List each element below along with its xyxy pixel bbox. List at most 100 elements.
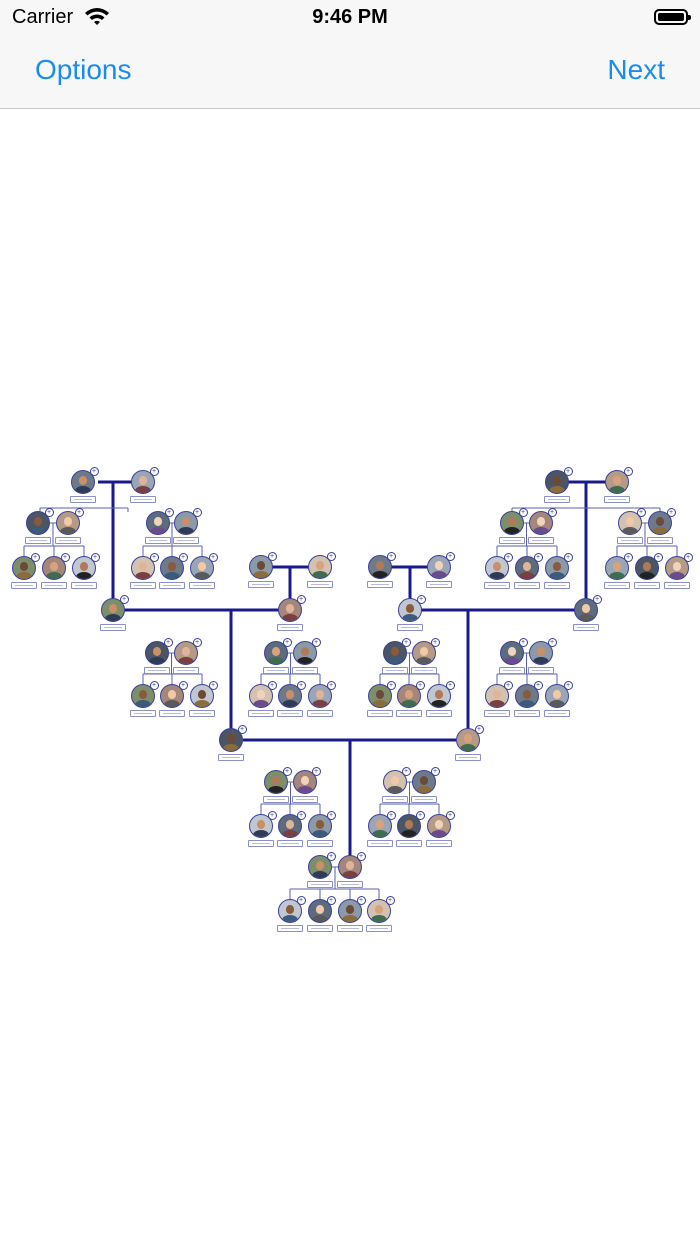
add-relative-icon[interactable]: + bbox=[149, 553, 159, 562]
add-relative-icon[interactable]: + bbox=[518, 638, 528, 647]
add-relative-icon[interactable]: + bbox=[623, 553, 633, 562]
add-relative-icon[interactable]: + bbox=[326, 811, 336, 820]
add-relative-icon[interactable]: + bbox=[164, 508, 174, 517]
add-relative-icon[interactable]: + bbox=[683, 553, 693, 562]
add-relative-icon[interactable]: + bbox=[503, 553, 513, 562]
add-relative-icon[interactable]: + bbox=[592, 595, 602, 604]
member-photo bbox=[368, 814, 392, 838]
add-relative-icon[interactable]: + bbox=[430, 767, 440, 776]
name-tag bbox=[262, 796, 290, 803]
add-relative-icon[interactable]: + bbox=[163, 638, 173, 647]
member-photo bbox=[412, 770, 436, 794]
name-tag bbox=[247, 710, 275, 717]
member-photo bbox=[174, 641, 198, 665]
next-button[interactable]: Next bbox=[607, 54, 665, 85]
name-tag bbox=[366, 840, 394, 847]
add-relative-icon[interactable]: + bbox=[386, 552, 396, 561]
add-relative-icon[interactable]: + bbox=[311, 638, 321, 647]
add-relative-icon[interactable]: + bbox=[149, 467, 159, 476]
add-relative-icon[interactable]: + bbox=[636, 508, 646, 517]
add-relative-icon[interactable]: + bbox=[208, 553, 218, 562]
name-tag bbox=[291, 667, 319, 674]
add-relative-icon[interactable]: + bbox=[178, 681, 188, 690]
add-relative-icon[interactable]: + bbox=[445, 811, 455, 820]
add-relative-icon[interactable]: + bbox=[533, 681, 543, 690]
member-photo bbox=[174, 511, 198, 535]
status-bar: Carrier 9:46 PM bbox=[0, 0, 700, 36]
add-relative-icon[interactable]: + bbox=[385, 896, 395, 905]
add-relative-icon[interactable]: + bbox=[445, 681, 455, 690]
add-relative-icon[interactable]: + bbox=[178, 553, 188, 562]
add-relative-icon[interactable]: + bbox=[563, 553, 573, 562]
tree-connection-lines bbox=[23, 480, 678, 899]
add-relative-icon[interactable]: + bbox=[296, 681, 306, 690]
add-relative-icon[interactable]: + bbox=[192, 638, 202, 647]
add-relative-icon[interactable]: + bbox=[474, 725, 484, 734]
add-relative-icon[interactable]: + bbox=[430, 638, 440, 647]
add-relative-icon[interactable]: + bbox=[60, 553, 70, 562]
add-relative-icon[interactable]: + bbox=[311, 767, 321, 776]
options-button[interactable]: Options bbox=[35, 54, 132, 85]
add-relative-icon[interactable]: + bbox=[44, 508, 54, 517]
add-relative-icon[interactable]: + bbox=[237, 725, 247, 734]
name-tag bbox=[572, 624, 600, 631]
add-relative-icon[interactable]: + bbox=[666, 508, 676, 517]
add-relative-icon[interactable]: + bbox=[326, 552, 336, 561]
name-tag bbox=[410, 667, 438, 674]
add-relative-icon[interactable]: + bbox=[149, 681, 159, 690]
add-relative-icon[interactable]: + bbox=[445, 552, 455, 561]
name-tag bbox=[543, 582, 571, 589]
name-tag bbox=[381, 667, 409, 674]
add-relative-icon[interactable]: + bbox=[401, 638, 411, 647]
add-relative-icon[interactable]: + bbox=[415, 681, 425, 690]
add-relative-icon[interactable]: + bbox=[90, 553, 100, 562]
add-relative-icon[interactable]: + bbox=[267, 681, 277, 690]
add-relative-icon[interactable]: + bbox=[326, 852, 336, 861]
add-relative-icon[interactable]: + bbox=[503, 681, 513, 690]
member-photo bbox=[190, 684, 214, 708]
add-relative-icon[interactable]: + bbox=[282, 767, 292, 776]
add-relative-icon[interactable]: + bbox=[401, 767, 411, 776]
add-relative-icon[interactable]: + bbox=[623, 467, 633, 476]
add-relative-icon[interactable]: + bbox=[296, 896, 306, 905]
add-relative-icon[interactable]: + bbox=[89, 467, 99, 476]
add-relative-icon[interactable]: + bbox=[386, 811, 396, 820]
add-relative-icon[interactable]: + bbox=[533, 553, 543, 562]
add-relative-icon[interactable]: + bbox=[563, 681, 573, 690]
name-tag bbox=[129, 710, 157, 717]
add-relative-icon[interactable]: + bbox=[547, 638, 557, 647]
add-relative-icon[interactable]: + bbox=[326, 896, 336, 905]
add-relative-icon[interactable]: + bbox=[415, 811, 425, 820]
add-relative-icon[interactable]: + bbox=[208, 681, 218, 690]
add-relative-icon[interactable]: + bbox=[74, 508, 84, 517]
name-tag bbox=[396, 624, 424, 631]
name-tag bbox=[603, 582, 631, 589]
member-photo bbox=[278, 598, 302, 622]
add-relative-icon[interactable]: + bbox=[267, 552, 277, 561]
add-relative-icon[interactable]: + bbox=[653, 553, 663, 562]
name-tag bbox=[543, 496, 571, 503]
add-relative-icon[interactable]: + bbox=[416, 595, 426, 604]
battery-full-icon bbox=[654, 9, 691, 25]
add-relative-icon[interactable]: + bbox=[119, 595, 129, 604]
add-relative-icon[interactable]: + bbox=[386, 681, 396, 690]
add-relative-icon[interactable]: + bbox=[296, 811, 306, 820]
member-photo bbox=[515, 556, 539, 580]
family-tree-canvas[interactable]: + + + + + + + + + + + + + + + + + + + + + + + + + + + + + + + + + + + + + + + +… bbox=[0, 109, 700, 1244]
add-relative-icon[interactable]: + bbox=[267, 811, 277, 820]
name-tag bbox=[247, 840, 275, 847]
member-photo bbox=[146, 511, 170, 535]
add-relative-icon[interactable]: + bbox=[356, 852, 366, 861]
add-relative-icon[interactable]: + bbox=[547, 508, 557, 517]
name-tag bbox=[10, 582, 38, 589]
add-relative-icon[interactable]: + bbox=[356, 896, 366, 905]
add-relative-icon[interactable]: + bbox=[282, 638, 292, 647]
add-relative-icon[interactable]: + bbox=[296, 595, 306, 604]
add-relative-icon[interactable]: + bbox=[192, 508, 202, 517]
add-relative-icon[interactable]: + bbox=[518, 508, 528, 517]
add-relative-icon[interactable]: + bbox=[30, 553, 40, 562]
member-photo bbox=[648, 511, 672, 535]
add-relative-icon[interactable]: + bbox=[326, 681, 336, 690]
member-photo bbox=[72, 556, 96, 580]
add-relative-icon[interactable]: + bbox=[563, 467, 573, 476]
